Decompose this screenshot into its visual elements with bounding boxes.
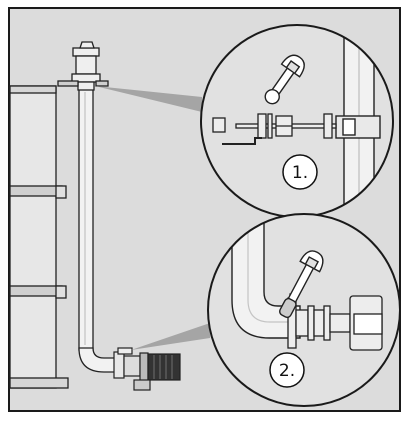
- top-fitting: [57, 41, 109, 91]
- step-2-label: 2.: [279, 361, 295, 381]
- pump-motor: [113, 347, 181, 391]
- callout-2-wedge: [131, 323, 210, 350]
- zoom-detail-1: 1.: [200, 24, 394, 218]
- hex-nut-icon: [212, 117, 226, 133]
- tank: [9, 85, 69, 389]
- step-1-badge: 1.: [282, 154, 318, 190]
- wrench-2-icon: [278, 250, 324, 319]
- wrench-icon: [264, 54, 305, 105]
- step-2-badge: 2.: [269, 352, 305, 388]
- hex-key-icon: [222, 137, 262, 145]
- callout-1-wedge: [95, 86, 202, 112]
- zoom-detail-2: 2.: [207, 213, 401, 407]
- step-1-label: 1.: [292, 163, 308, 183]
